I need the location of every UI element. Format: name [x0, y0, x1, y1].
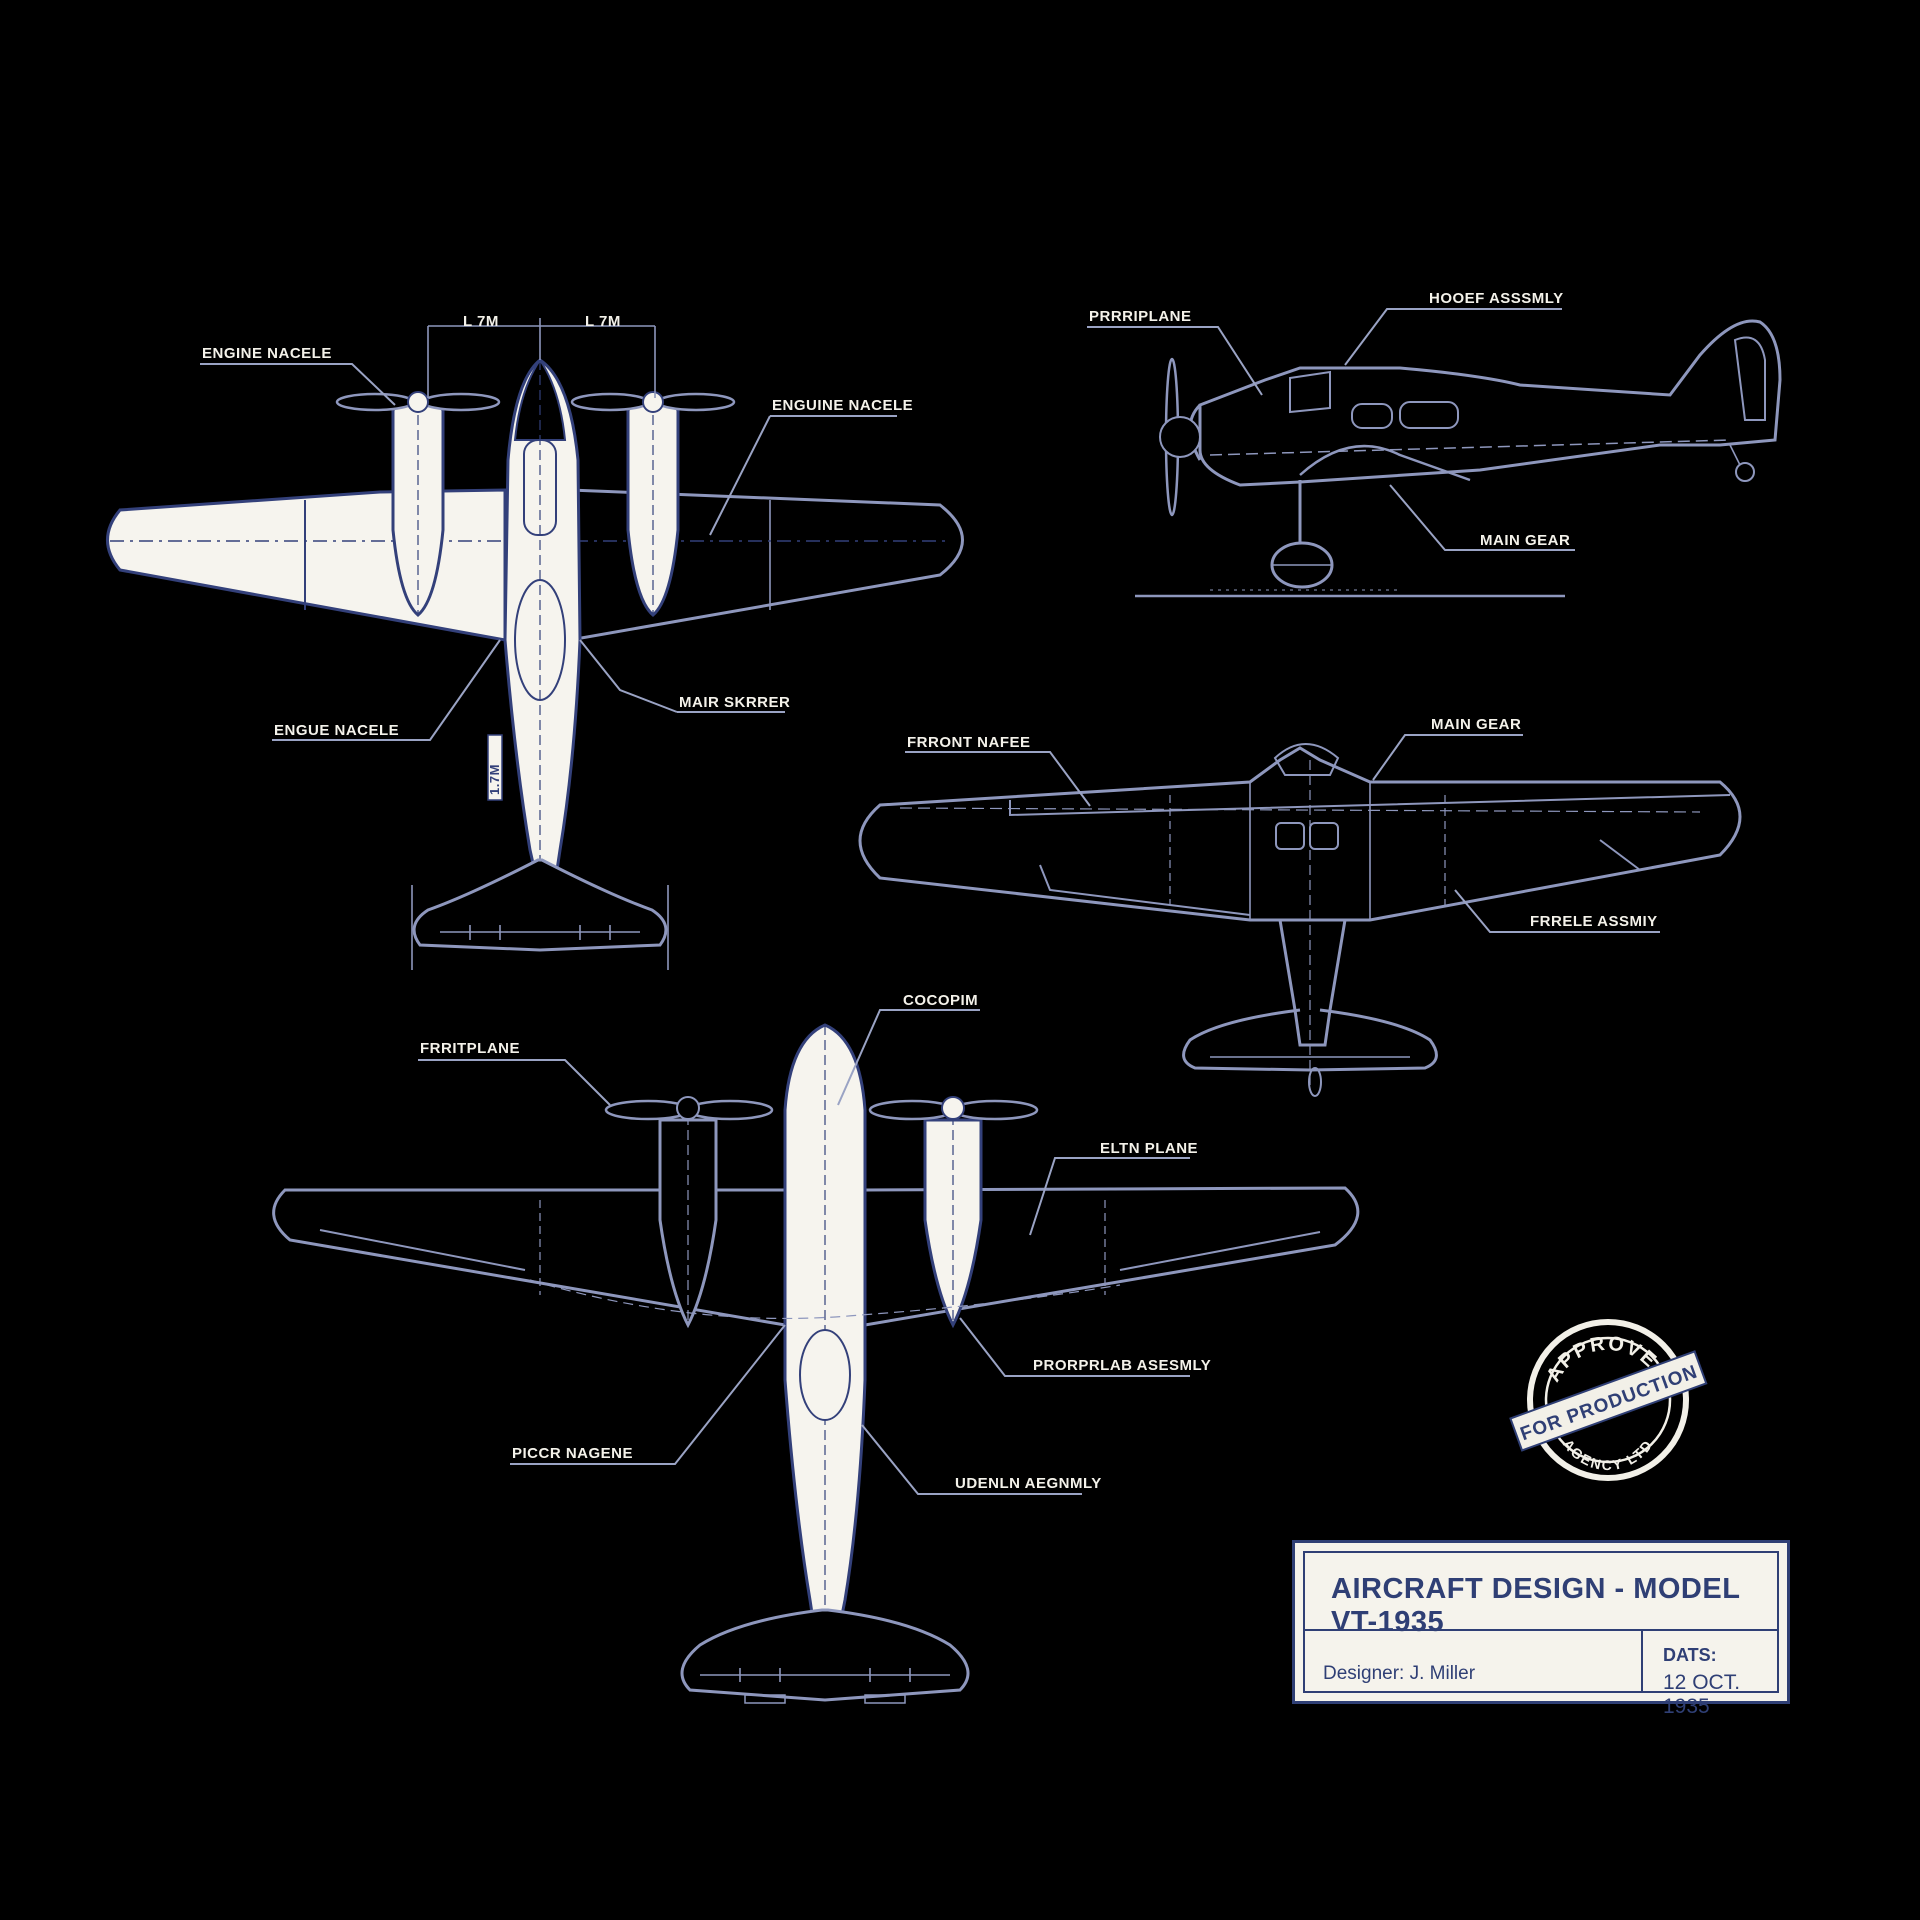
label-engine-nacelle-lower: ENGUE NACELE [274, 722, 399, 739]
label-cockpit-side: HOOEF ASSSMLY [1429, 290, 1564, 307]
title-block-frame: AIRCRAFT DESIGN - MODEL VT-1935 Designer… [1303, 1551, 1779, 1718]
label-engine-nacelle-left: ENGINE NACELE [202, 345, 332, 362]
bottom-view-aircraft [272, 1023, 1360, 1704]
label-propeller-side: PRRRIPLANE [1089, 308, 1192, 325]
label-prop-assembly: PRORPRLAB ASESMLY [1033, 1357, 1211, 1374]
approved-stamp: APPROVED AGENCY LTD FOR PRODUCTION [1509, 1319, 1708, 1481]
designer-field: Designer: J. Miller [1323, 1663, 1476, 1684]
date-value: 12 OCT. 1935 [1663, 1671, 1741, 1718]
dim-right-label: L 7M [585, 313, 621, 330]
side-view-aircraft [1135, 319, 1782, 598]
label-tail-plane: ELTN PLANE [1100, 1140, 1198, 1157]
title-row-divider [1305, 1629, 1777, 1631]
top-view-aircraft [106, 318, 964, 970]
side-dim-label: 1.7M [487, 764, 502, 795]
drawing-title: AIRCRAFT DESIGN - MODEL VT-1935 [1331, 1573, 1740, 1638]
title-block: AIRCRAFT DESIGN - MODEL VT-1935 Designer… [1292, 1540, 1790, 1718]
label-frame-assembly: FRRELE ASSMIY [1530, 913, 1658, 930]
single-engine-aircraft [858, 743, 1742, 1097]
date-label: DATS: [1663, 1645, 1717, 1665]
title-col-divider [1641, 1629, 1643, 1691]
label-propeller-bottom: FRRITPLANE [420, 1040, 520, 1057]
label-front-nacelle: FRRONT NAFEE [907, 734, 1031, 751]
label-main-steerer: MAIR SKRRER [679, 694, 790, 711]
label-engine-nacelle-right: ENGUINE NACELE [772, 397, 913, 414]
dim-left-label: L 7M [463, 313, 499, 330]
label-main-gear-side: MAIN GEAR [1480, 532, 1570, 549]
label-engine-fairing: PICCR NAGENE [512, 1445, 633, 1462]
label-fuselage-assembly: UDENLN AEGNMLY [955, 1475, 1102, 1492]
label-main-gear-single: MAIN GEAR [1431, 716, 1521, 733]
label-cockpit-bottom: COCOPIM [903, 992, 978, 1009]
